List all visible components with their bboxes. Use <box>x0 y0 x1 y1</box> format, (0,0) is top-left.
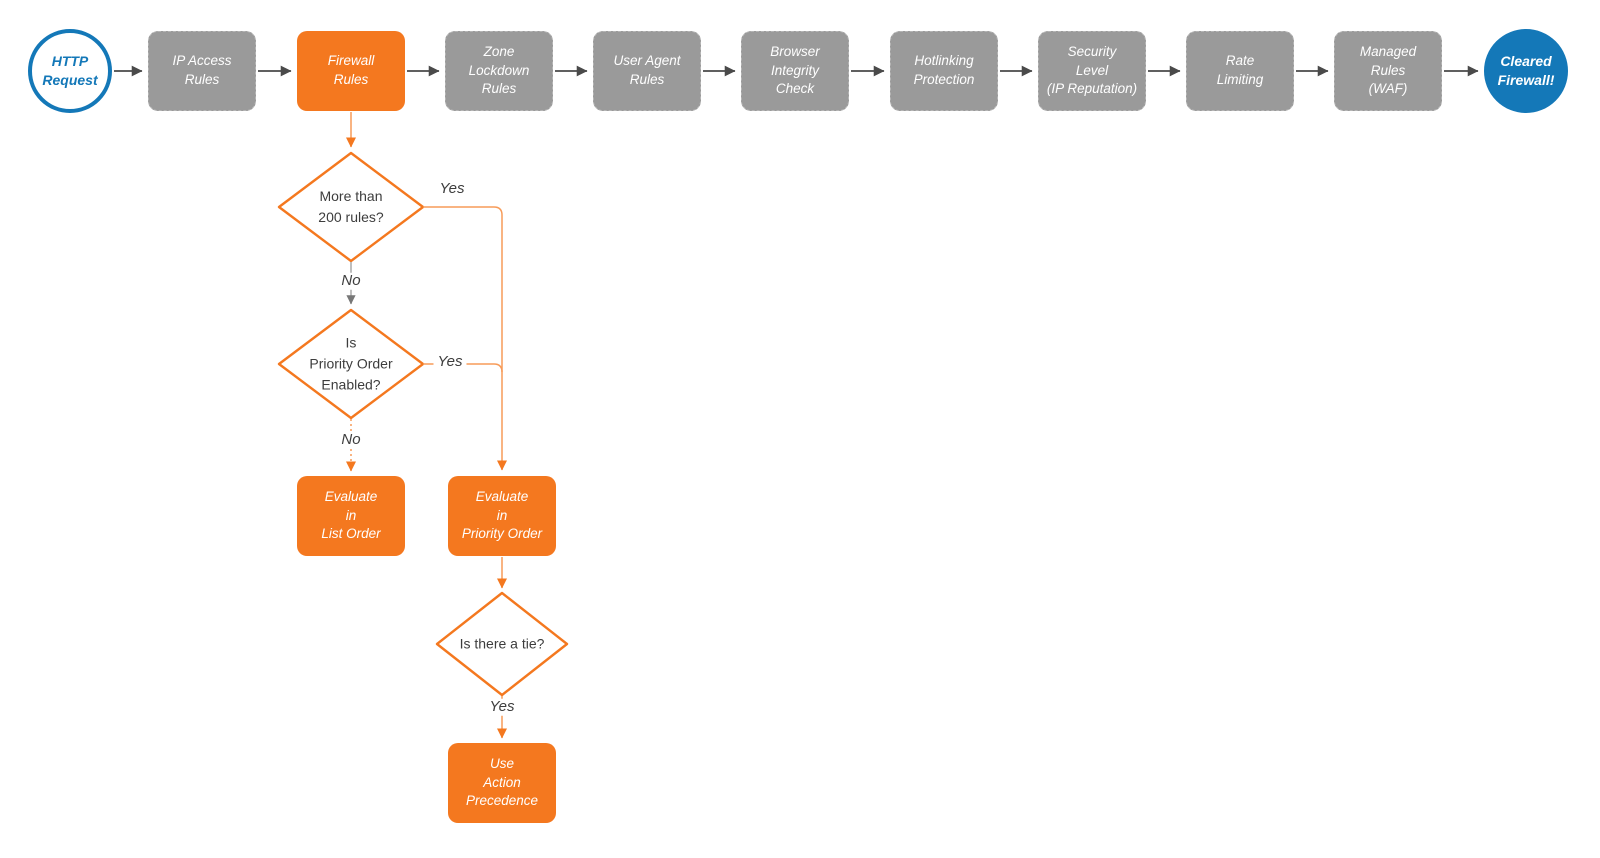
decision1-more-than-200-rules-label: More than 200 rules? <box>286 186 416 228</box>
node-managed-rules-waf: Managed Rules (WAF) <box>1334 31 1442 111</box>
node-label: Use Action Precedence <box>465 755 539 809</box>
node-http-request: HTTP Request <box>28 29 112 113</box>
node-browser-integrity-check: Browser Integrity Check <box>741 31 849 111</box>
node-label: Firewall Rules <box>327 53 375 87</box>
decision3-tie-label: Is there a tie? <box>437 634 567 655</box>
node-label: Browser Integrity Check <box>770 43 820 97</box>
node-zone-lockdown-rules: Zone Lockdown Rules <box>445 31 553 111</box>
decision2-priority-order-shape <box>277 308 425 420</box>
node-ip-access-rules: IP Access Rules <box>148 31 256 111</box>
node-label: Hotlinking Protection <box>913 53 975 87</box>
decision-label: More than 200 rules? <box>318 188 384 225</box>
node-label: Cleared Firewall! <box>1497 53 1555 88</box>
decision1-more-than-200-rules-shape <box>277 151 425 263</box>
node-firewall-rules: Firewall Rules <box>297 31 405 111</box>
node-label: Evaluate in Priority Order <box>461 488 543 542</box>
node-label: User Agent Rules <box>613 53 681 87</box>
edge-label-decision1-yes: Yes <box>435 180 469 198</box>
node-label: HTTP Request <box>42 53 98 88</box>
node-evaluate-in-priority-order: Evaluate in Priority Order <box>448 476 556 556</box>
edge-label-decision2-yes: Yes <box>433 353 467 371</box>
decision2-priority-order-label: Is Priority Order Enabled? <box>286 333 416 396</box>
node-use-action-precedence: Use Action Precedence <box>448 743 556 823</box>
decision-label: Is there a tie? <box>459 635 545 652</box>
edge-label-decision2-no: No <box>337 431 365 449</box>
decision-label: Is Priority Order Enabled? <box>309 334 393 393</box>
node-rate-limiting: Rate Limiting <box>1186 31 1294 111</box>
node-evaluate-in-list-order: Evaluate in List Order <box>297 476 405 556</box>
node-label: Rate Limiting <box>1216 53 1264 87</box>
node-label: Managed Rules (WAF) <box>1359 43 1417 97</box>
connector-decision2-yes <box>423 363 503 373</box>
node-user-agent-rules: User Agent Rules <box>593 31 701 111</box>
node-label: Security Level (IP Reputation) <box>1046 43 1138 97</box>
node-cleared-firewall: Cleared Firewall! <box>1484 29 1568 113</box>
node-hotlinking-protection: Hotlinking Protection <box>890 31 998 111</box>
node-label: IP Access Rules <box>172 53 232 87</box>
connector-decision1-yes <box>423 206 507 471</box>
edge-label-decision1-no: No <box>337 272 365 290</box>
node-security-level: Security Level (IP Reputation) <box>1038 31 1146 111</box>
decision3-tie-shape <box>435 591 569 697</box>
node-label: Zone Lockdown Rules <box>468 43 530 97</box>
node-label: Evaluate in List Order <box>321 488 381 542</box>
edge-label-decision3-yes: Yes <box>485 698 519 716</box>
